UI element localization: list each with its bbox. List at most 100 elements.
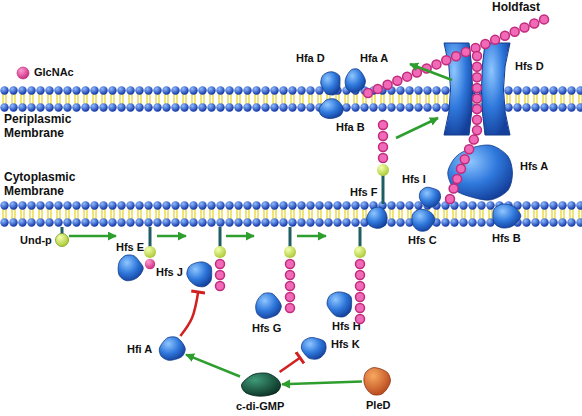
protein-blob [412,209,435,231]
node-label: Hfs A [520,160,548,172]
node-outline [320,70,342,96]
protein-node: Hfs C [410,208,436,232]
lipid-stalks [62,175,383,247]
glcnac-chains [368,19,545,199]
protein-blob [159,337,185,360]
node-outline [116,226,157,284]
node-label: Hfs J [156,266,183,278]
lipid-carrier [56,234,69,247]
lipid-head [144,246,156,258]
lipid-head [214,246,226,258]
export-chain [450,46,477,199]
glcnac-bead [145,259,155,269]
legend-swatch [16,66,30,80]
node-label: Hfi A [127,343,152,355]
growing-chain [356,264,364,320]
node-outline [410,208,436,232]
node-outline [344,68,366,94]
growing-chain [215,264,226,287]
node-outline [55,226,69,247]
protein-node: Hfs A [446,142,516,204]
node-label: c-di-GMP [236,400,284,412]
node-outline [186,226,226,292]
protein-node: PleD [362,366,392,396]
protein-node: Hfs B [490,203,522,229]
node-outline [418,186,442,208]
protein-node: Hfs F [366,206,388,230]
lipid-head [377,164,389,176]
protein-blob [321,72,340,95]
node-outline [240,372,282,398]
growing-chain [286,264,294,309]
activation-arrow [297,235,326,238]
node-outline [254,226,297,320]
node-label: Hfs C [408,234,437,246]
node-label: Hfs D [515,60,544,72]
legend-text: GlcNAc [34,66,74,78]
inhibition-line [180,292,198,336]
protein-node: c-di-GMP [240,372,282,398]
lipid-heads [144,164,389,258]
structure-label: Holdfast [492,0,572,14]
node-outline [318,98,344,120]
node-label: Hfa A [360,52,388,64]
protein-node: Hfi A [158,336,186,362]
protein-node: Hfa B [318,98,344,120]
lipid-head [354,246,366,258]
holdfast-chain [368,19,545,93]
holdfast-chain [368,19,545,93]
growing-chain [355,264,366,320]
activation-arrow [282,382,362,385]
inhibition-line [280,358,300,372]
growing-chain [285,264,296,309]
node-label: Hfs E [116,241,144,253]
protein-node: Und-p [55,226,69,247]
protein-blob [448,145,513,200]
node-outline [442,40,512,138]
protein-node: Hfa D [320,70,342,96]
node-label: Hfs K [331,338,360,350]
flipped-chain [378,125,389,159]
legend-swatch-mark [17,67,29,79]
protein-blob [493,204,521,228]
node-label: Und-p [20,234,52,246]
protein-blob [327,292,352,317]
node-outline [446,142,516,204]
channel-half [482,43,511,135]
lipid-stalk [382,175,385,204]
protein-blob [118,255,143,281]
node-label: PleD [366,399,390,411]
export-arrow [410,64,452,80]
node-outline [490,203,522,229]
protein-node: Hfs E [116,226,157,284]
protein-node: Hfs G [254,226,297,320]
channel-half [444,43,473,135]
protein-blob [345,69,365,93]
node-label: Hfs B [492,232,521,244]
enzyme-blob [364,368,391,395]
structure-label: Periplasmic Membrane [4,112,84,140]
glcnac-chains [220,125,383,320]
export-chain [450,46,477,199]
flipped-chain [379,125,387,159]
structure-label: Cytoplasmic Membrane [4,170,88,198]
lipid-stalk [359,227,362,247]
transport-arrow [396,118,438,138]
activation-arrow [69,235,116,238]
protein-blob [256,293,282,319]
growing-chain [216,264,224,287]
protein-node: Hfa A [344,68,366,94]
node-label: Hfs I [402,173,426,185]
node-outline [362,366,392,396]
lipid-stalk [149,227,152,247]
protein-blob [419,187,440,207]
protein-node: Hfs H [326,226,367,320]
protein-node: Hfs K [300,336,328,360]
protein-blob [187,262,212,287]
protein-blob [367,207,387,228]
lipid-head [284,246,296,258]
lipid-stalk [219,227,222,247]
